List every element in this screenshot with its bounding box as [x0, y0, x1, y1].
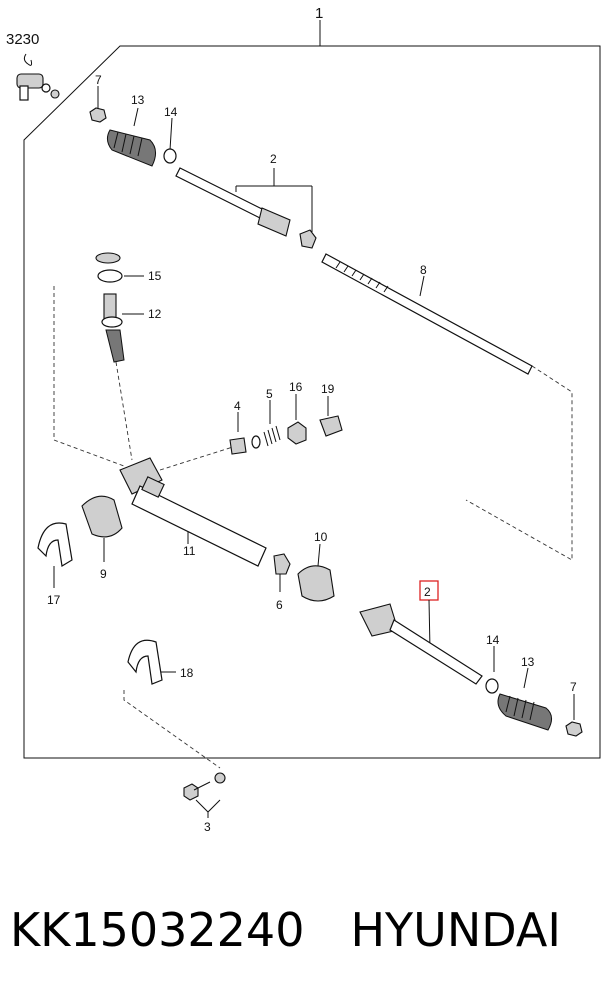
mount-part: [297, 565, 335, 602]
inner-tie-rod-lower-part: [359, 603, 483, 685]
assembly-frame: [23, 45, 601, 759]
bracket-right-part: [127, 639, 163, 685]
callout-plug[interactable]: 6: [276, 598, 283, 612]
callout-boot-lower[interactable]: 13: [521, 655, 535, 669]
exploded-parts-diagram: 1 3230 7 13 14 2 8 15: [6, 5, 601, 834]
callout-boot-upper[interactable]: 13: [131, 93, 145, 107]
callout-tie-rod-end[interactable]: 3230: [6, 31, 39, 48]
pinion-part: [101, 293, 125, 363]
bracket-left-part: [37, 522, 73, 567]
boot-upper-part: [106, 129, 156, 167]
nut-upper-part: [89, 107, 107, 123]
retainer-part: [95, 252, 123, 283]
bushing-part: [81, 495, 123, 538]
callout-housing[interactable]: 11: [183, 544, 196, 558]
callout-nut-lower[interactable]: 7: [570, 680, 577, 694]
clip-upper-part: [163, 148, 177, 164]
callout-assembly[interactable]: 1: [315, 5, 323, 22]
callout-retainer[interactable]: 15: [148, 269, 162, 283]
callout-bracket-left[interactable]: 17: [47, 593, 61, 607]
nut-lower-part: [565, 721, 583, 737]
callout-inner-tie-rod-upper[interactable]: 2: [270, 152, 277, 166]
callout-nut-upper[interactable]: 7: [95, 73, 102, 87]
plug-part: [273, 553, 291, 575]
callout-cap[interactable]: 19: [321, 382, 335, 396]
spring-part: [251, 425, 281, 449]
callout-clip-upper[interactable]: 14: [164, 105, 178, 119]
callout-inner-tie-rod-lower[interactable]: 2: [424, 585, 431, 599]
callout-bracket-right[interactable]: 18: [180, 666, 194, 680]
callout-bushing[interactable]: 9: [100, 567, 107, 581]
inner-tie-rod-upper-part: [175, 167, 317, 249]
tie-rod-end-part: [16, 53, 60, 101]
housing-part: [119, 457, 267, 567]
rack-part: [321, 253, 533, 375]
callout-spring[interactable]: 5: [266, 387, 273, 401]
part-number: KK15032240: [10, 903, 305, 957]
cap-part: [319, 415, 343, 437]
callout-yoke[interactable]: 4: [234, 399, 241, 413]
callout-pinion[interactable]: 12: [148, 307, 162, 321]
boot-lower-part: [497, 693, 552, 731]
brand-name: HYUNDAI: [350, 903, 561, 957]
callout-mount[interactable]: 10: [314, 530, 328, 544]
footer: KK15032240 HYUNDAI: [10, 898, 605, 962]
callout-locknut[interactable]: 16: [289, 380, 303, 394]
callout-bolt[interactable]: 3: [204, 820, 211, 834]
callout-clip-lower[interactable]: 14: [486, 633, 500, 647]
callout-rack[interactable]: 8: [420, 263, 427, 277]
clip-lower-part: [485, 678, 499, 694]
locknut-part: [287, 421, 307, 445]
yoke-part: [229, 437, 247, 455]
bolt-part: [183, 772, 226, 801]
